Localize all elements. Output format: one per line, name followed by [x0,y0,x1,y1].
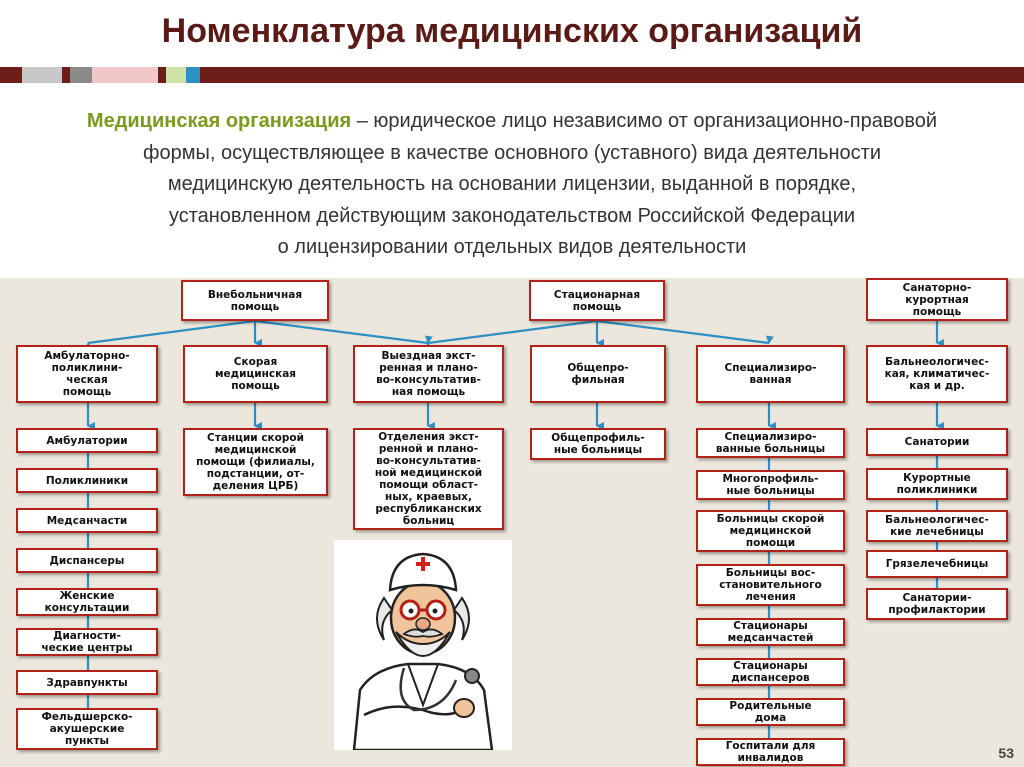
list-item-ambulatory-6: Диагности- ческие центры [16,628,158,656]
doctor-cartoon-icon [352,552,494,752]
specialized-care-box: Специализиро- ванная [696,345,845,403]
diagram-panel [0,278,1024,767]
ambulatory-care-box: Амбулаторно- поликлини- ческая помощь [16,345,158,403]
inpatient-care-box: Стационарная помощь [529,280,665,321]
definition-line-2: формы, осуществляющее в качестве основно… [143,141,881,164]
list-item-ambulatory-2: Поликлиники [16,468,158,493]
definition-line-5: о лицензировании отдельных видов деятель… [277,236,747,258]
general-hospitals-box: Общепрофиль- ные больницы [530,428,666,460]
list-item-ambulatory-1: Амбулатории [16,428,158,453]
list-item-specialized-3: Больницы скорой медицинской помощи [696,510,845,552]
list-item-sanatorium-5: Санатории- профилактории [866,588,1008,620]
list-item-specialized-1: Специализиро- ванные больницы [696,428,845,458]
definition-term: Медицинская организация [86,110,352,132]
definition-line-3: медицинскую деятельность на основании ли… [167,173,857,195]
list-item-ambulatory-7: Здравпункты [16,670,158,695]
list-item-specialized-5: Стационары медсанчастей [696,618,845,646]
list-item-sanatorium-3: Бальнеологичес- кие лечебницы [866,510,1008,542]
definition-text: Медицинская организация – юридическое ли… [0,106,1024,264]
doctor-illustration [334,540,512,752]
page-number: 53 [998,745,1014,761]
list-item-specialized-8: Госпитали для инвалидов [696,738,845,766]
list-item-ambulatory-4: Диспансеры [16,548,158,573]
emergency-care-box: Скорая медицинская помощь [183,345,328,403]
list-item-ambulatory-3: Медсанчасти [16,508,158,533]
list-item-specialized-6: Стационары диспансеров [696,658,845,686]
sanatorium-care-box: Санаторно- курортная помощь [866,278,1008,321]
list-item-specialized-4: Больницы вос- становительного лечения [696,564,845,606]
list-item-sanatorium-4: Грязелечебницы [866,550,1008,578]
list-item-specialized-2: Многопрофиль- ные больницы [696,470,845,500]
definition-line-4: установленном действующим законодательст… [168,204,856,227]
mobile-care-box: Выездная экст- ренная и плано- во-консул… [353,345,504,403]
balneo-care-box: Бальнеологичес- кая, климатичес- кая и д… [866,345,1008,403]
mobile-departments-box: Отделения экст- ренной и плано- во-консу… [353,428,504,530]
list-item-ambulatory-5: Женские консультации [16,588,158,616]
list-item-sanatorium-1: Санатории [866,428,1008,456]
list-item-sanatorium-2: Курортные поликлиники [866,468,1008,500]
slide-title: Номенклатура медицинских организаций [161,12,863,50]
outpatient-care-box: Внебольничная помощь [181,280,329,321]
general-care-box: Общепро- фильная [530,345,666,403]
list-item-ambulatory-8: Фельдшерско- акушерские пункты [16,708,158,750]
emergency-stations-box: Станции скорой медицинской помощи (филиа… [183,428,328,496]
list-item-specialized-7: Родительные дома [696,698,845,726]
definition-line-1: – юридическое лицо независимо от организ… [351,110,938,132]
title-divider-bar [0,67,1024,83]
